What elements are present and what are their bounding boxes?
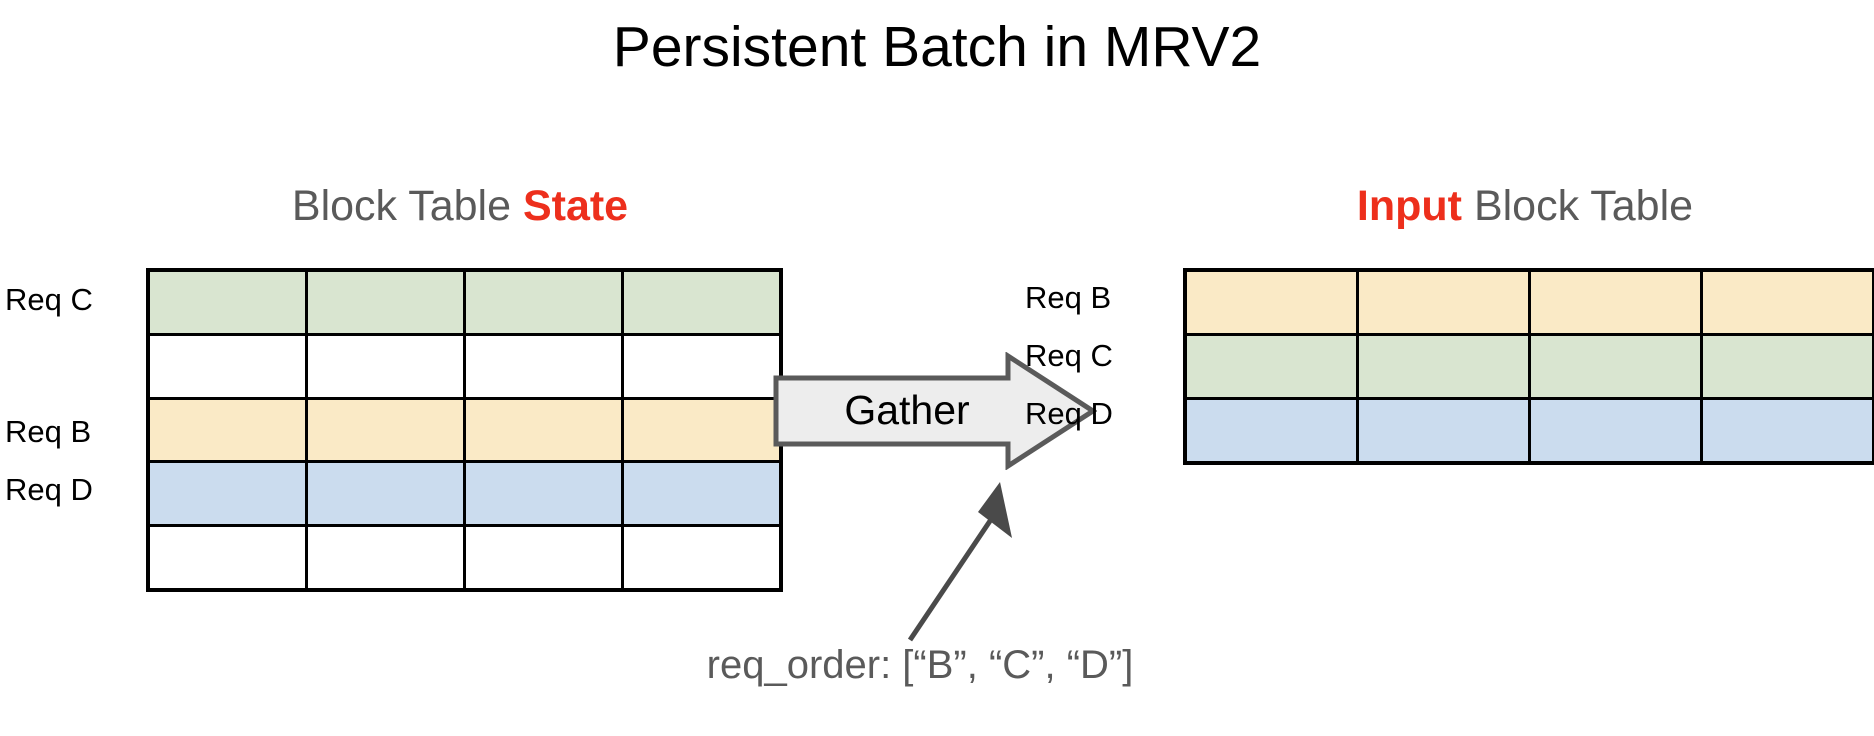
input-row-label-req-b: Req B <box>1025 280 1112 315</box>
table-row <box>1183 333 1874 400</box>
req-order-up-arrow-icon <box>907 482 1012 642</box>
state-cell-r0c1 <box>305 268 466 336</box>
input-cell-r1c0 <box>1183 333 1359 400</box>
state-cell-r2c2 <box>463 396 624 464</box>
state-cell-r0c3 <box>621 268 783 336</box>
state-cell-r3c2 <box>463 460 624 528</box>
input-row-label-req-d: Req D <box>1025 396 1113 431</box>
left-panel-heading-accent: State <box>522 182 629 230</box>
page-title: Persistent Batch in MRV2 <box>612 15 1262 79</box>
input-cell-r2c2 <box>1528 396 1703 465</box>
state-cell-r4c0 <box>146 524 308 592</box>
left-panel-heading: Block Table State <box>150 180 770 232</box>
table-row <box>146 332 783 400</box>
table-row <box>1183 268 1874 336</box>
state-cell-r4c1 <box>305 524 466 592</box>
state-cell-r3c0 <box>146 460 308 528</box>
right-panel-heading-suffix: Block Table <box>1462 182 1694 230</box>
state-cell-r2c0 <box>146 396 308 464</box>
table-row <box>146 268 783 336</box>
left-panel-heading-prefix: Block Table <box>291 182 523 230</box>
right-panel-heading: Input Block Table <box>1180 180 1870 232</box>
state-cell-r0c2 <box>463 268 624 336</box>
state-cell-r4c3 <box>621 524 783 592</box>
state-cell-r1c3 <box>621 332 783 400</box>
state-row-label-req-b: Req B <box>5 414 92 449</box>
state-cell-r2c3 <box>621 396 783 464</box>
input-row-label-req-c: Req C <box>1025 338 1113 373</box>
input-cell-r0c2 <box>1528 268 1703 336</box>
state-cell-r1c1 <box>305 332 466 400</box>
input-cell-r1c1 <box>1356 333 1531 400</box>
input-cell-r2c0 <box>1183 396 1359 465</box>
block-table-state <box>146 268 783 592</box>
state-cell-r1c2 <box>463 332 624 400</box>
input-cell-r2c1 <box>1356 396 1531 465</box>
input-cell-r0c0 <box>1183 268 1359 336</box>
state-row-label-req-c: Req C <box>5 282 93 317</box>
input-cell-r0c3 <box>1700 268 1874 336</box>
input-cell-r1c3 <box>1700 333 1874 400</box>
state-cell-r3c1 <box>305 460 466 528</box>
input-cell-r1c2 <box>1528 333 1703 400</box>
gather-arrow-icon <box>773 352 1097 470</box>
state-cell-r3c3 <box>621 460 783 528</box>
table-row <box>1183 396 1874 465</box>
table-row <box>146 524 783 592</box>
state-row-label-req-d: Req D <box>5 472 93 507</box>
input-cell-r0c1 <box>1356 268 1531 336</box>
input-cell-r2c3 <box>1700 396 1874 465</box>
state-cell-r4c2 <box>463 524 624 592</box>
table-row <box>146 396 783 464</box>
state-cell-r0c0 <box>146 268 308 336</box>
state-cell-r1c0 <box>146 332 308 400</box>
table-row <box>146 460 783 528</box>
right-panel-heading-accent: Input <box>1356 182 1462 230</box>
state-cell-r2c1 <box>305 396 466 464</box>
req-order-caption: req_order: [“B”, “C”, “D”] <box>706 643 1134 687</box>
block-table-input <box>1183 268 1874 465</box>
